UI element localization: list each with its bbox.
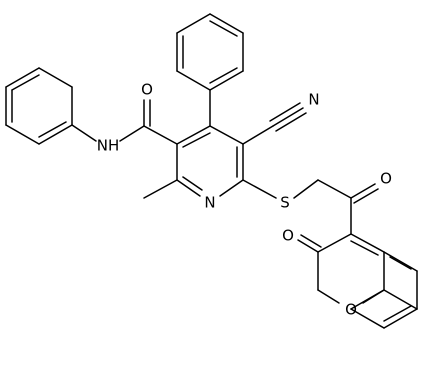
atom-o-lactone-carbonyl: O: [282, 227, 294, 245]
atom-s-thioether: S: [280, 194, 290, 212]
atom-o-ring: O: [345, 301, 357, 319]
atom-o-amide: O: [141, 81, 153, 99]
bond-layer: [5, 13, 418, 329]
atom-n-pyridine: N: [204, 194, 215, 212]
atom-n-amide: NH: [97, 137, 120, 155]
atom-n-nitrile: N: [308, 91, 319, 109]
atom-o-ketone: O: [380, 170, 392, 188]
atom-label-layer: NH O N N S O O O: [97, 81, 392, 319]
